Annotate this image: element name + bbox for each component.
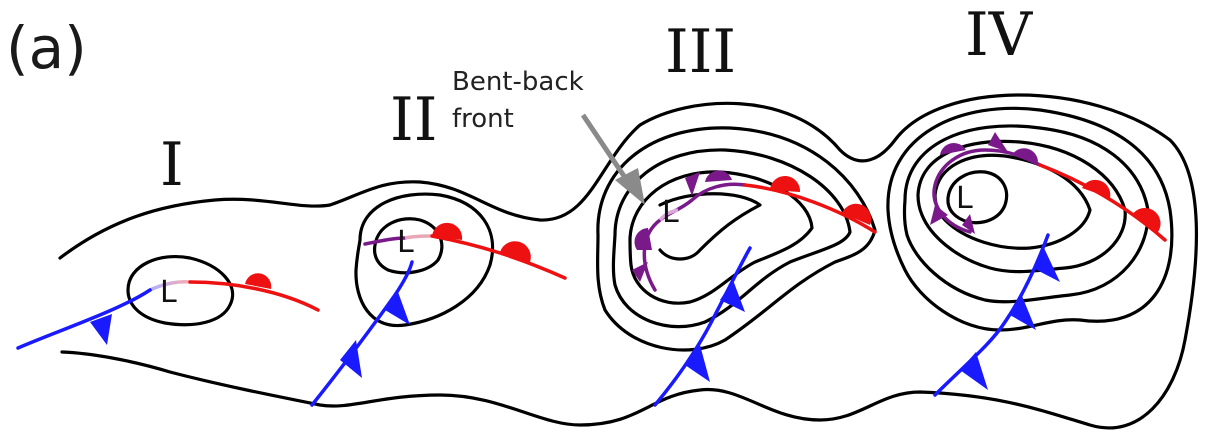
stage-4-warm-semicircle-2 — [1132, 207, 1161, 232]
stage-4-occluded-triangle-2 — [930, 205, 948, 225]
stage-2-occluded-front — [363, 236, 407, 246]
stage-4-occluded-semicircle-2 — [1012, 148, 1038, 162]
stage-2-low-label: L — [397, 225, 414, 260]
stage-3-warm-front — [743, 183, 877, 234]
bent-back-label-line1: Bent-back — [452, 67, 584, 97]
stage-3-isobar-1 — [595, 126, 877, 352]
stage-4-cold-triangle-3 — [1033, 248, 1060, 282]
panel-label: (a) — [6, 14, 87, 82]
stage-2-warm-semicircle-1 — [432, 222, 463, 240]
stage-3-occluded-triangle-1 — [632, 262, 648, 282]
stage-1-cold-triangle — [90, 314, 112, 345]
stage-4-warm-semicircle-1 — [1082, 179, 1111, 198]
stage-3-isobar-2 — [611, 148, 852, 329]
stage-3-cold-triangle-1 — [685, 345, 710, 382]
stage-3-cold-front — [653, 246, 752, 407]
stage-3-occluded-front — [642, 182, 747, 292]
stage-1-low-label: L — [160, 275, 177, 310]
stage-2-warm-semicircle-2 — [500, 241, 531, 262]
stage-4-low-label: L — [956, 181, 973, 216]
stage-4-isobar-3 — [916, 139, 1127, 274]
stage-4-occluded-triangle-3 — [962, 214, 975, 234]
bent-back-label-line2: front — [452, 104, 514, 134]
stage-3-occluded-semicircle-1 — [634, 228, 652, 250]
stage-2-cold-triangle-2 — [385, 292, 410, 325]
stage-2-cold-front — [310, 260, 414, 407]
stage-3-isobar-4 — [658, 192, 762, 261]
stage-3-occluded-triangle-2 — [685, 172, 700, 196]
stage-3-occluded-semicircle-2 — [705, 170, 732, 182]
stage-4-isobar-inner — [946, 170, 1009, 225]
stage-1-warm-front — [188, 280, 320, 312]
bent-back-arrow-head — [615, 168, 645, 205]
stage-3-numeral: III — [665, 17, 736, 87]
stage-3-isobar-3 — [628, 170, 814, 305]
stage-4-occluded-triangle-1 — [988, 132, 1008, 152]
stage-2-cold-triangle-1 — [340, 340, 362, 378]
stage-3-low-label: L — [662, 195, 679, 230]
stage-4-occluded-semicircle-1 — [940, 142, 966, 155]
stage-3-warm-semicircle-2 — [842, 203, 872, 225]
stage-2-isobar-inner — [372, 217, 444, 275]
stage-3-warm-semicircle-1 — [770, 175, 801, 192]
stage-4-isobar-1 — [886, 106, 1174, 332]
stage-1-isobar — [126, 255, 235, 327]
stage-1-warm-semicircle — [245, 273, 272, 289]
stage-1-numeral: I — [160, 130, 184, 200]
stage-2-numeral: II — [390, 85, 437, 155]
stage-4-isobar-2 — [902, 124, 1150, 304]
stage-2-isobar-outer — [354, 192, 495, 328]
stage-4-cold-triangle-2 — [1010, 296, 1036, 330]
stage-1-cold-front — [16, 288, 152, 350]
stage-2-warm-front — [430, 234, 567, 280]
bent-back-arrow-shaft — [580, 113, 631, 184]
stage-4-cold-triangle-1 — [960, 352, 988, 390]
stage-3-cold-triangle-2 — [720, 280, 745, 312]
outer-isobar-upper — [58, 93, 1199, 430]
stage-4-numeral: IV — [965, 0, 1034, 70]
